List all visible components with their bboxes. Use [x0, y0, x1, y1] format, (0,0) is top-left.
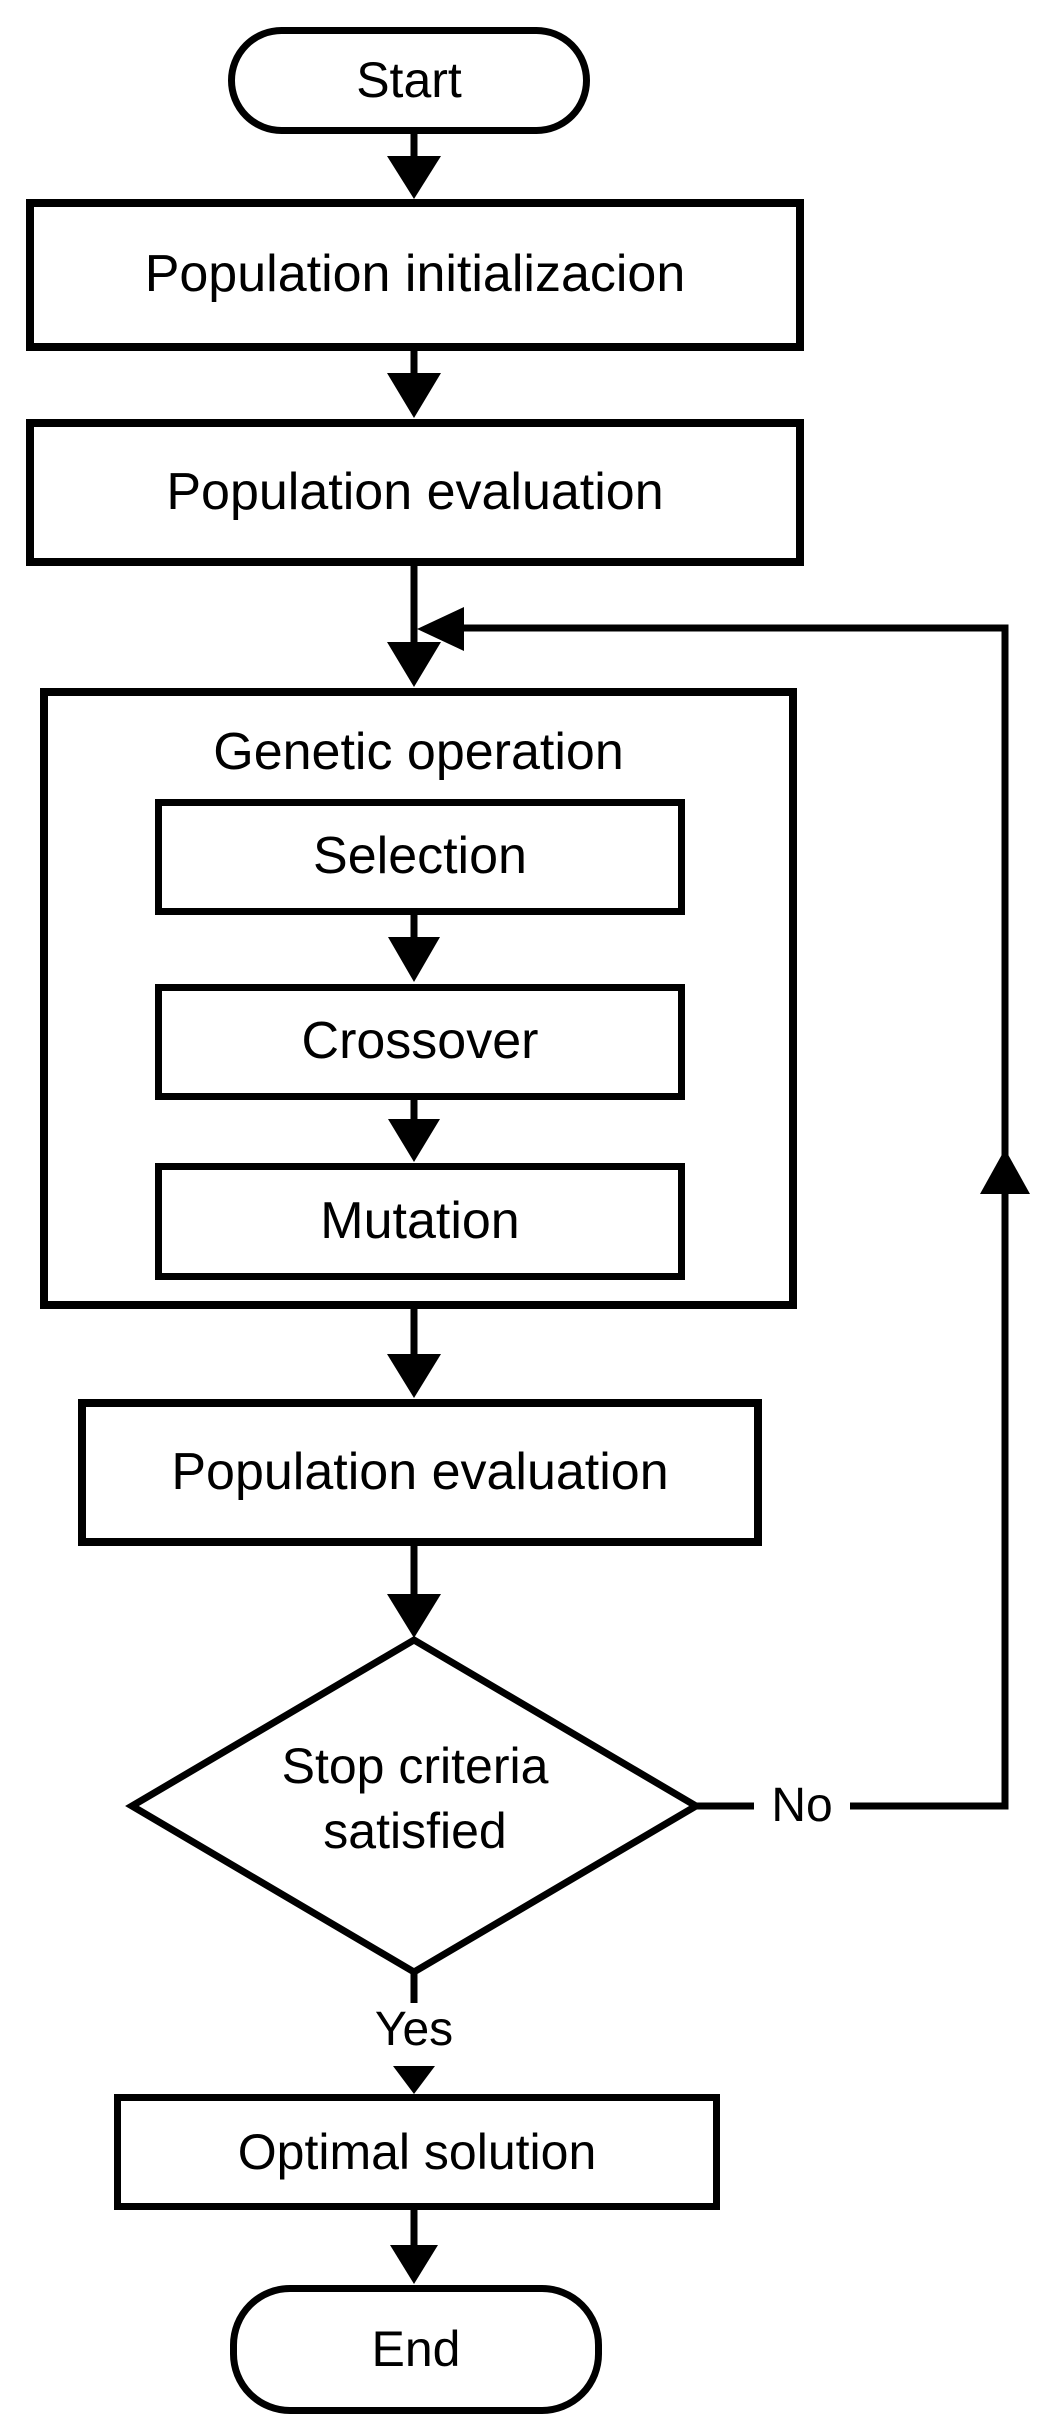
genetic-operation-title: Genetic operation: [40, 715, 797, 791]
decision-label-line1: Stop criteria: [281, 1738, 549, 1794]
arrowhead-loop-into-junction: [417, 607, 464, 651]
yes-edge-label-text: Yes: [374, 2002, 454, 2056]
no-edge-label-text: No: [771, 1778, 833, 1832]
arrowhead-into-decision: [387, 1594, 441, 1638]
arrowhead-into-optimal: [393, 2066, 435, 2094]
crossover-node: Crossover: [155, 984, 685, 1100]
selection-label: Selection: [313, 827, 527, 886]
population-evaluation-top-label: Population evaluation: [166, 462, 664, 521]
arrowhead-into-mutation: [388, 1119, 440, 1162]
mutation-node: Mutation: [155, 1163, 685, 1280]
arrowhead-into-init: [387, 156, 441, 199]
end-label: End: [371, 2321, 461, 2377]
start-node: Start: [228, 27, 590, 134]
population-initialization-label: Population initializacion: [144, 245, 686, 304]
population-evaluation-top-node: Population evaluation: [26, 419, 804, 566]
yes-edge-label: Yes: [344, 1998, 484, 2062]
arrowhead-into-genetic: [387, 642, 441, 687]
decision-label-line2: satisfied: [323, 1803, 507, 1859]
optimal-solution-node: Optimal solution: [114, 2094, 720, 2210]
start-label: Start: [356, 52, 462, 108]
arrowhead-into-crossover: [388, 937, 440, 982]
selection-node: Selection: [155, 799, 685, 915]
genetic-operation-title-text: Genetic operation: [213, 723, 624, 782]
genetic-operation-container: [40, 688, 797, 1309]
decision-diamond-shape: [125, 1635, 703, 1977]
arrowhead-into-eval: [387, 373, 441, 418]
arrowhead-into-eval2: [387, 1354, 441, 1398]
population-evaluation-bottom-label: Population evaluation: [171, 1442, 669, 1501]
end-node: End: [230, 2285, 602, 2414]
crossover-label: Crossover: [301, 1012, 539, 1071]
edge-no-loop: [464, 624, 1009, 1810]
population-initialization-node: Population initializacion: [26, 199, 804, 351]
arrowhead-loop-upward: [980, 1149, 1030, 1194]
population-evaluation-bottom-node: Population evaluation: [78, 1399, 762, 1546]
mutation-label: Mutation: [320, 1191, 520, 1250]
no-edge-label: No: [754, 1772, 850, 1840]
optimal-solution-label: Optimal solution: [237, 2123, 597, 2180]
arrowhead-into-end: [390, 2245, 438, 2284]
decision-node-label: Stop criteria satisfied: [133, 1734, 697, 1864]
